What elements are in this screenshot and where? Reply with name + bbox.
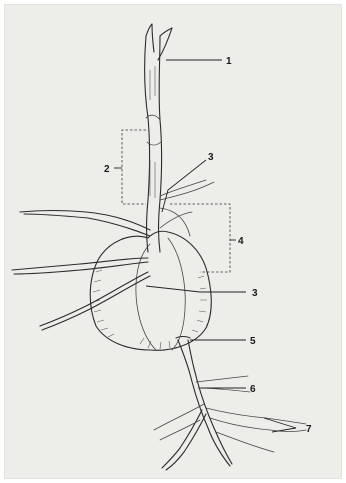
callout-7: 7: [306, 424, 312, 435]
upper-node-roots: [160, 180, 214, 236]
seed-cotyledon: [90, 231, 211, 350]
primary-root: [154, 337, 306, 471]
leader-3-lower: [146, 286, 246, 292]
callout-5: 5: [250, 336, 256, 347]
callout-1: 1: [226, 56, 232, 67]
dimension-bracket-4: [170, 204, 230, 272]
callout-2: 2: [104, 164, 110, 175]
callout-3-lower: 3: [252, 288, 258, 299]
dimension-bracket-2: [122, 130, 146, 204]
callout-6: 6: [250, 384, 256, 395]
callout-3-upper: 3: [208, 152, 214, 163]
callout-4: 4: [238, 236, 244, 247]
shoot: [145, 24, 172, 252]
